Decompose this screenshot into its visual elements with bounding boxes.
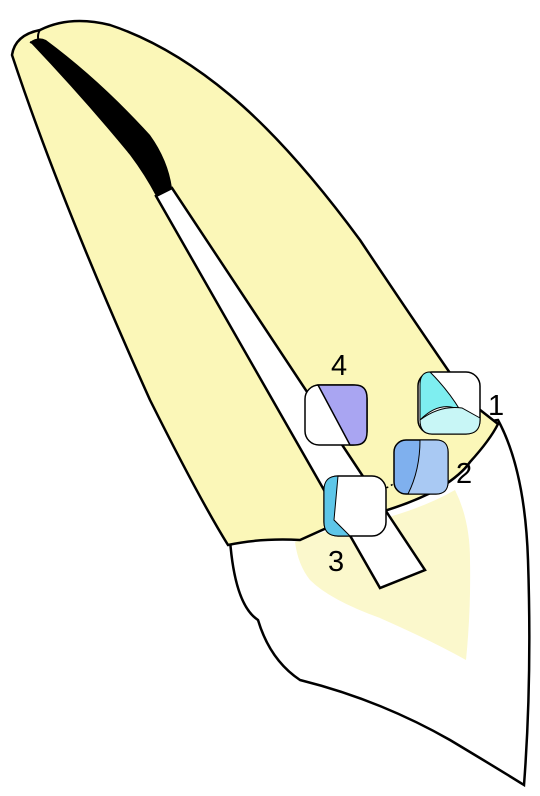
label-1: 1	[488, 390, 504, 422]
label-2: 2	[456, 458, 472, 490]
site-3-marker	[324, 476, 386, 536]
site-4-marker	[305, 385, 367, 445]
site-1-marker	[418, 372, 480, 434]
label-4: 4	[331, 350, 347, 382]
site-2-marker	[394, 440, 448, 494]
label-3: 3	[328, 546, 344, 578]
